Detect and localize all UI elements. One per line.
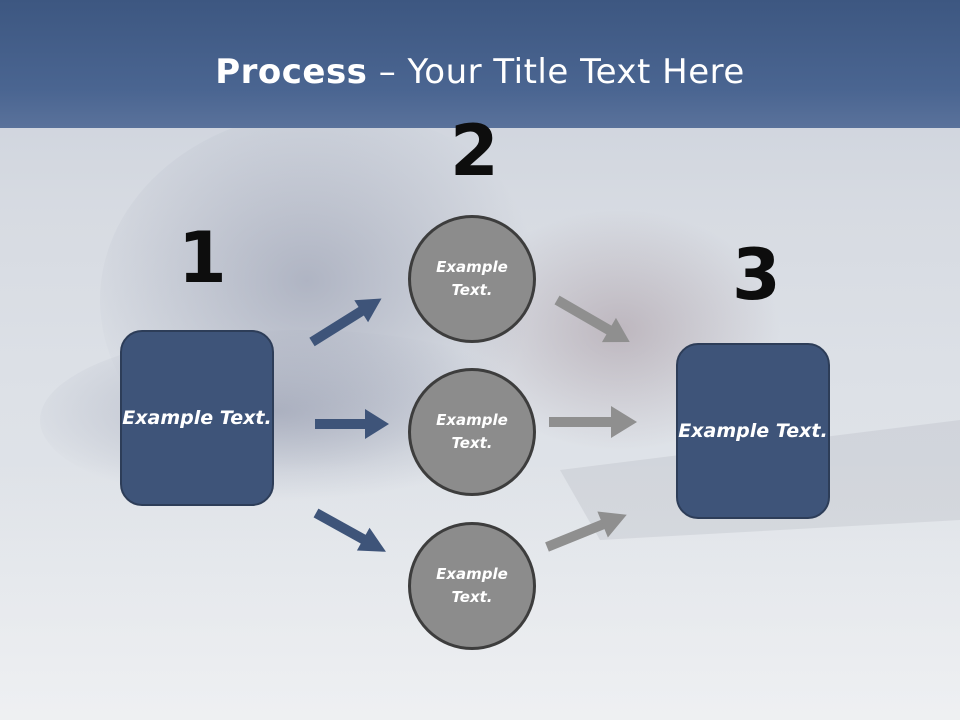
circle-bottom: Example Text. xyxy=(408,522,536,650)
slide-title: Process – Your Title Text Here xyxy=(0,52,960,92)
step-number-2: 2 xyxy=(450,110,499,192)
title-bold: Process xyxy=(215,52,368,92)
step1-box: Example Text. xyxy=(120,330,274,506)
arrow-1-to-middle xyxy=(315,409,389,439)
circle-middle-text: Example Text. xyxy=(436,411,508,452)
circle-top: Example Text. xyxy=(408,215,536,343)
arrow-top-to-3 xyxy=(554,295,630,343)
step3-text: Example Text. xyxy=(678,419,828,442)
step1-text: Example Text. xyxy=(122,406,272,429)
title-rest: – Your Title Text Here xyxy=(367,52,745,92)
step3-box: Example Text. xyxy=(676,343,830,519)
header-band xyxy=(0,0,960,128)
circle-top-text: Example Text. xyxy=(436,258,508,299)
arrow-1-to-top xyxy=(309,298,382,347)
arrow-middle-to-3 xyxy=(549,406,637,438)
arrow-1-to-bottom xyxy=(313,508,386,552)
step-number-3: 3 xyxy=(732,234,781,316)
circle-bottom-text: Example Text. xyxy=(436,565,508,606)
circle-middle: Example Text. xyxy=(408,368,536,496)
arrow-bottom-to-3 xyxy=(545,511,627,552)
step-number-1: 1 xyxy=(178,217,227,299)
